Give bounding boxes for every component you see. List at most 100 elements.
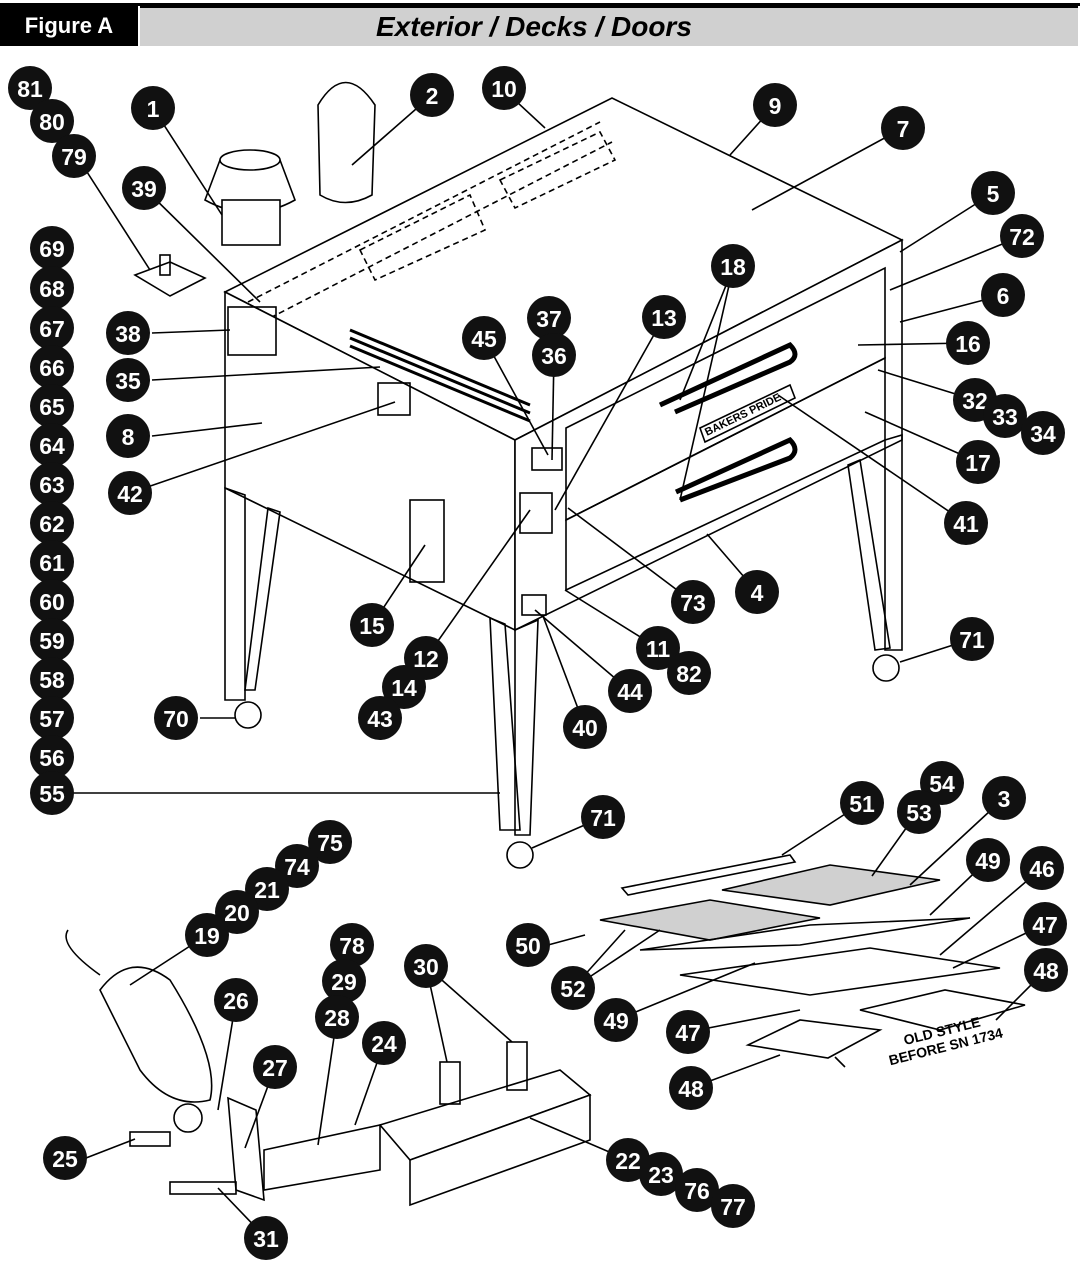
- callout-7: 7: [881, 106, 925, 150]
- callout-76: 76: [675, 1168, 719, 1212]
- callout-73: 73: [671, 580, 715, 624]
- callout-57: 57: [30, 696, 74, 740]
- callout-number: 20: [224, 900, 250, 926]
- callout-number: 44: [617, 679, 643, 705]
- oven-line-art: [65, 81, 1026, 1207]
- figure-label: Figure A: [0, 6, 138, 46]
- callout-number: 57: [39, 706, 65, 732]
- callout-number: 33: [992, 404, 1018, 430]
- callout-27: 27: [253, 1045, 297, 1089]
- callout-number: 5: [987, 181, 1000, 207]
- callout-number: 43: [367, 706, 393, 732]
- callout-circle: [30, 657, 74, 701]
- callout-48: 48: [1024, 948, 1068, 992]
- callout-number: 15: [359, 613, 385, 639]
- callout-circle: [322, 959, 366, 1003]
- callout-5: 5: [971, 171, 1015, 215]
- callout-49: 49: [594, 998, 638, 1042]
- callout-number: 55: [39, 781, 65, 807]
- callout-number: 51: [849, 791, 875, 817]
- callout-1: 1: [131, 86, 175, 130]
- exploded-parts-diagram: BAKERS PRIDE 818079121097395726696867666…: [8, 66, 1068, 1260]
- callout-circle: [532, 333, 576, 377]
- callout-number: 67: [39, 316, 65, 342]
- callout-circle: [106, 311, 150, 355]
- callout-45: 45: [462, 316, 506, 360]
- callout-circle: [410, 73, 454, 117]
- callout-56: 56: [30, 735, 74, 779]
- callout-number: 29: [331, 969, 357, 995]
- callout-number: 39: [131, 176, 157, 202]
- callout-39: 39: [122, 166, 166, 210]
- callout-number: 2: [426, 83, 439, 109]
- callout-number: 68: [39, 276, 65, 302]
- callout-circle: [581, 795, 625, 839]
- callout-68: 68: [30, 266, 74, 310]
- callout-38: 38: [106, 311, 150, 355]
- callout-82: 82: [667, 651, 711, 695]
- callout-number: 78: [339, 933, 365, 959]
- callout-17: 17: [956, 440, 1000, 484]
- callout-70: 70: [154, 696, 198, 740]
- callout-circle: [30, 306, 74, 350]
- callout-25: 25: [43, 1136, 87, 1180]
- callout-number: 49: [603, 1008, 629, 1034]
- callout-34: 34: [1021, 411, 1065, 455]
- callout-circle: [8, 66, 52, 110]
- callout-number: 32: [962, 388, 988, 414]
- callout-18: 18: [711, 244, 755, 288]
- callout-circle: [30, 501, 74, 545]
- callout-circle: [308, 820, 352, 864]
- callout-circle: [639, 1152, 683, 1196]
- callout-circle: [735, 570, 779, 614]
- callout-circle: [636, 626, 680, 670]
- callout-81: 81: [8, 66, 52, 110]
- callout-number: 36: [541, 343, 567, 369]
- callout-number: 9: [769, 93, 782, 119]
- callout-circle: [669, 1066, 713, 1110]
- callout-41: 41: [944, 501, 988, 545]
- callout-number: 82: [676, 661, 702, 687]
- callout-number: 42: [117, 481, 143, 507]
- callout-circle: [30, 735, 74, 779]
- callout-circle: [1020, 846, 1064, 890]
- callout-circle: [1021, 411, 1065, 455]
- callout-number: 71: [959, 627, 985, 653]
- callout-circle: [214, 978, 258, 1022]
- callout-47: 47: [666, 1010, 710, 1054]
- callout-number: 46: [1029, 856, 1055, 882]
- header-rule: [0, 3, 1080, 6]
- callout-circle: [52, 134, 96, 178]
- callout-number: 7: [897, 116, 910, 142]
- callout-circle: [106, 358, 150, 402]
- callout-circle: [362, 1021, 406, 1065]
- callout-number: 27: [262, 1055, 288, 1081]
- callout-circle: [106, 414, 150, 458]
- callout-number: 64: [39, 433, 65, 459]
- callout-65: 65: [30, 384, 74, 428]
- callout-circle: [154, 696, 198, 740]
- callout-circle: [981, 273, 1025, 317]
- callout-6: 6: [981, 273, 1025, 317]
- callout-number: 1: [147, 96, 160, 122]
- callout-number: 8: [122, 424, 135, 450]
- callout-circle: [108, 471, 152, 515]
- callout-circle: [606, 1138, 650, 1182]
- callout-53: 53: [897, 790, 941, 834]
- callout-circle: [881, 106, 925, 150]
- callout-circle: [30, 226, 74, 270]
- callout-circle: [551, 966, 595, 1010]
- callout-number: 79: [61, 144, 87, 170]
- callout-circle: [30, 540, 74, 584]
- callout-3: 3: [982, 776, 1026, 820]
- callout-number: 69: [39, 236, 65, 262]
- callout-number: 6: [997, 283, 1010, 309]
- callout-23: 23: [639, 1152, 683, 1196]
- callout-circle: [404, 944, 448, 988]
- callout-circle: [950, 617, 994, 661]
- callout-40: 40: [563, 705, 607, 749]
- callout-number: 74: [284, 854, 310, 880]
- callout-circle: [30, 771, 74, 815]
- callout-19: 19: [185, 913, 229, 957]
- callout-circle: [122, 166, 166, 210]
